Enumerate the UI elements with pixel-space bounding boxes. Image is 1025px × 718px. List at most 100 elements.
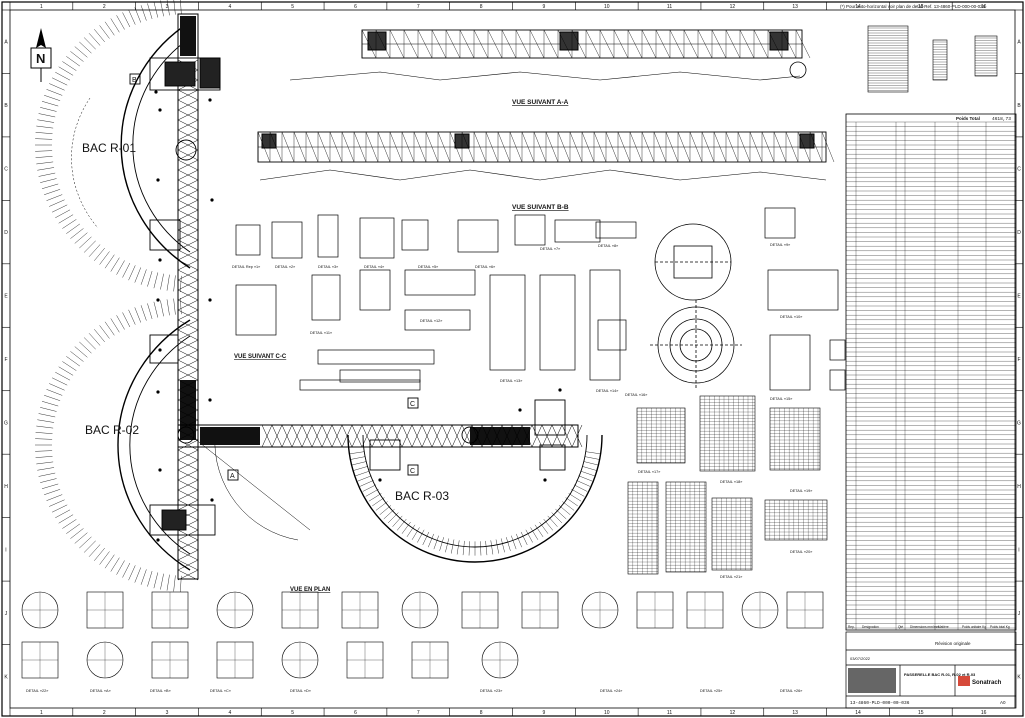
section-mark-b: B — [132, 77, 137, 84]
row-letter-right: G — [1017, 420, 1021, 426]
tank-r03-label: BAC R-03 — [395, 489, 449, 503]
row-letter-left: F — [4, 357, 7, 363]
column-number-top: 16 — [981, 4, 987, 10]
column-number-top: 12 — [730, 4, 736, 10]
caption-d25: DETAIL «25» — [700, 689, 722, 693]
title-block-number: 13-4860-PLD-000-00-036 — [850, 700, 910, 706]
walkway-vertical-truss — [177, 59, 199, 581]
column-number-top: 5 — [291, 4, 294, 10]
flange-detail-top — [654, 223, 732, 301]
section-a-truss — [361, 29, 811, 59]
column-number-top: 10 — [604, 4, 610, 10]
bom-table: Poids Total 4618,73 — [845, 113, 1017, 631]
column-number-top: 15 — [918, 4, 924, 10]
column-number-top: 9 — [543, 4, 546, 10]
caption-d4: DETAIL «4» — [364, 265, 384, 269]
column-number-bottom: 1 — [40, 710, 43, 716]
company-logo-icon — [848, 668, 896, 693]
caption-d20: DETAIL «20» — [790, 550, 812, 554]
north-letter: N — [36, 51, 45, 66]
column-number-top: 8 — [480, 4, 483, 10]
section-b-truss — [257, 131, 835, 163]
flange-detail-bottom — [650, 300, 742, 390]
caption-d12: DETAIL «12» — [420, 319, 442, 323]
row-letter-right: A — [1017, 40, 1021, 46]
caption-d5: DETAIL «5» — [418, 265, 438, 269]
column-number-bottom: 4 — [228, 710, 231, 716]
title-block — [845, 631, 1017, 709]
column-number-bottom: 11 — [667, 710, 672, 716]
caption-d14: DETAIL «14» — [596, 389, 618, 393]
tank-r02-label: BAC R-02 — [85, 423, 139, 437]
tank-r01 — [71, 21, 191, 269]
column-number-bottom: 14 — [855, 710, 861, 716]
row-letter-right: D — [1017, 230, 1021, 236]
caption-d3: DETAIL «3» — [318, 265, 338, 269]
caption-dd: DETAIL «D» — [290, 689, 311, 693]
caption-d7: DETAIL «7» — [540, 247, 560, 251]
column-number-bottom: 2 — [103, 710, 106, 716]
header-note: (*) Pour auto-horizontal voir plan de de… — [840, 4, 986, 9]
title-block-project: PASSERELLE BAC R-01, R-02 et R-03 — [904, 672, 976, 677]
row-letter-right: F — [1017, 357, 1020, 363]
north-arrow-icon: N — [30, 28, 52, 82]
bom-footer-col: Poids total Kg — [990, 625, 1010, 629]
row-letter-left: D — [4, 230, 8, 236]
caption-d23: DETAIL «23» — [480, 689, 502, 693]
row-letter-left: G — [4, 420, 8, 426]
bom-title: Poids Total — [956, 116, 980, 121]
caption-d19: DETAIL «19» — [790, 489, 812, 493]
section-markers — [129, 73, 419, 481]
caption-d26: DETAIL «26» — [780, 689, 802, 693]
bom-columns — [855, 122, 987, 630]
row-letter-left: K — [4, 674, 8, 680]
caption-da: DETAIL «A» — [90, 689, 111, 693]
bom-footer-col: Qté — [898, 625, 903, 629]
caption-d24: DETAIL «24» — [600, 689, 622, 693]
section-mark-a: A — [230, 473, 235, 480]
row-letter-right: C — [1017, 167, 1021, 173]
detail-sketches — [235, 207, 846, 391]
row-letter-right: K — [1017, 674, 1021, 680]
row-letter-left: C — [4, 167, 8, 173]
column-number-bottom: 9 — [543, 710, 546, 716]
caption-d18: DETAIL «18» — [720, 480, 742, 484]
bom-footer-col: Matière — [938, 625, 949, 629]
row-letter-right: E — [1017, 294, 1021, 300]
bom-footer-col: Poids unitaire Kg — [962, 625, 986, 629]
column-number-bottom: 12 — [730, 710, 736, 716]
row-letter-left: H — [4, 484, 8, 490]
tank-r02-hatching — [35, 298, 182, 592]
column-number-bottom: 13 — [792, 710, 798, 716]
caption-db: DETAIL «B» — [150, 689, 171, 693]
support-platforms — [149, 57, 566, 536]
top-right-mesh — [868, 27, 997, 91]
caption-d1: DETAIL Rep «1» — [232, 265, 260, 269]
column-number-bottom: 8 — [480, 710, 483, 716]
tank-r01-label: BAC R-01 — [82, 141, 136, 155]
row-letter-right: B — [1017, 103, 1021, 109]
bom-footer-col: Rep. — [848, 625, 855, 629]
bottom-detail-row — [21, 591, 824, 679]
caption-d6: DETAIL «6» — [475, 265, 495, 269]
tank-r03-hatching — [349, 451, 601, 556]
plan-view-title: VUE EN PLAN — [290, 587, 330, 593]
title-block-revision: Révision originale — [935, 641, 971, 646]
column-number-top: 13 — [792, 4, 798, 10]
client-logo-icon — [958, 676, 970, 686]
column-number-top: 11 — [667, 4, 672, 10]
row-letter-left: E — [4, 294, 8, 300]
column-number-bottom: 5 — [291, 710, 294, 716]
column-number-top: 2 — [103, 4, 106, 10]
column-number-bottom: 10 — [604, 710, 610, 716]
column-number-top: 3 — [166, 4, 169, 10]
bom-footer-col: Dimensions mm/mm — [910, 625, 939, 629]
row-letter-left: J — [5, 611, 8, 617]
frame-column-numbers: 1122334455667788991010111112121313141415… — [40, 4, 987, 716]
top-right-details — [867, 25, 998, 93]
column-number-top: 1 — [40, 4, 43, 10]
caption-d22: DETAIL «22» — [26, 689, 48, 693]
section-mark-c-top: C — [410, 401, 415, 408]
